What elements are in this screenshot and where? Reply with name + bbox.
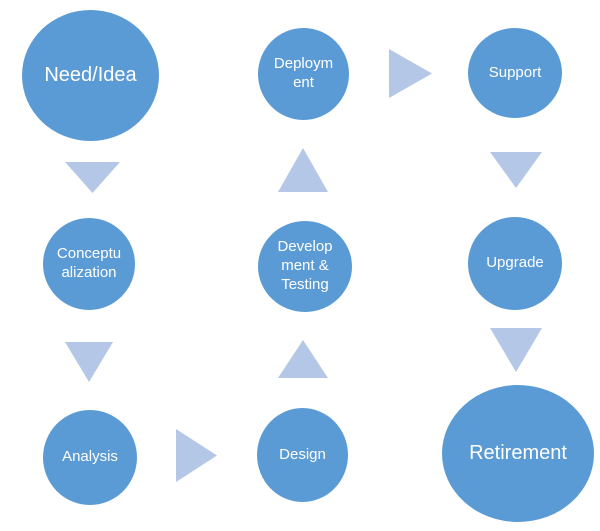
- node-support: Support: [468, 28, 562, 118]
- node-development-testing-label: Develop ment & Testing: [277, 238, 333, 293]
- node-upgrade-label: Upgrade: [486, 254, 544, 272]
- node-need-idea: Need/Idea: [22, 10, 159, 141]
- node-support-label: Support: [488, 63, 542, 81]
- arrow-up-icon-development-testing-to-deployment: [278, 148, 328, 192]
- arrow-right-icon-analysis-to-design: [176, 429, 217, 482]
- node-upgrade: Upgrade: [468, 217, 562, 310]
- node-development-testing: Develop ment & Testing: [258, 221, 352, 312]
- node-conceptualization-label: Conceptu alization: [56, 245, 122, 281]
- node-analysis-label: Analysis: [62, 448, 118, 466]
- arrow-down-icon-conceptualization-to-analysis: [65, 342, 113, 382]
- arrow-down-icon-upgrade-to-retirement: [490, 328, 542, 372]
- arrow-down-icon-need-idea-to-conceptualization: [65, 162, 120, 193]
- arrow-up-icon-design-to-development-testing: [278, 340, 328, 378]
- node-retirement-label: Retirement: [469, 442, 567, 464]
- arrow-down-icon-support-to-upgrade: [490, 152, 542, 188]
- node-need-idea-label: Need/Idea: [44, 64, 137, 86]
- node-conceptualization: Conceptu alization: [43, 218, 135, 310]
- arrow-right-icon-deployment-to-support: [389, 49, 432, 98]
- node-analysis: Analysis: [43, 410, 137, 505]
- node-deployment-label: Deploym ent: [273, 55, 334, 91]
- node-design-label: Design: [279, 445, 326, 463]
- node-retirement: Retirement: [442, 385, 594, 522]
- node-design: Design: [257, 408, 348, 502]
- node-deployment: Deploym ent: [258, 28, 349, 120]
